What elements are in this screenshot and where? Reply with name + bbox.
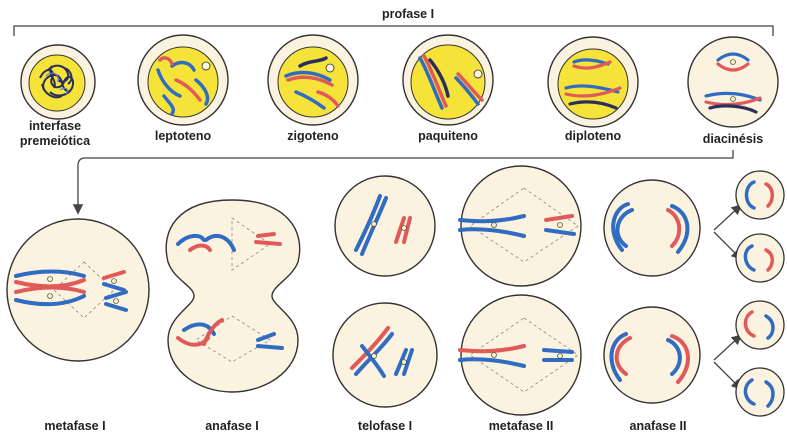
cell-metafase-2-top xyxy=(460,166,581,286)
label-paquiteno: paquiteno xyxy=(418,129,478,143)
cell-zigoteno xyxy=(268,35,358,125)
label-metafase-2: metafase II xyxy=(489,419,554,433)
prophase-title: profase I xyxy=(382,7,434,21)
cell-metafase-2-bottom xyxy=(460,295,581,415)
cell-interfase xyxy=(21,45,95,119)
daughter-cell-3 xyxy=(736,301,784,349)
label-interfase-2: premeiótica xyxy=(20,134,91,148)
cell-paquiteno xyxy=(403,35,493,125)
label-anafase-2: anafase II xyxy=(630,419,687,433)
label-leptoteno: leptoteno xyxy=(155,129,212,143)
daughter-cell-4 xyxy=(736,368,784,416)
cell-leptoteno xyxy=(138,35,228,125)
label-diacinesis: diacinésis xyxy=(703,132,763,146)
cell-telofase-1-bottom xyxy=(333,303,437,407)
cell-anafase-2-top xyxy=(604,180,700,276)
prophase-bracket: profase I xyxy=(14,7,773,36)
cell-diploteno xyxy=(548,37,638,127)
label-anafase-1: anafase I xyxy=(205,419,259,433)
cell-anafase-1 xyxy=(166,200,300,392)
cell-diacinesis xyxy=(688,37,778,127)
label-diploteno: diploteno xyxy=(565,129,622,143)
cell-anafase-2-bottom xyxy=(604,307,700,403)
label-zigoteno: zigoteno xyxy=(287,129,339,143)
cell-metafase-1 xyxy=(7,219,149,361)
cell-telofase-1-top xyxy=(335,176,435,276)
label-telofase-1: telofase I xyxy=(358,419,412,433)
label-interfase-1: interfase xyxy=(29,119,81,133)
final-arrows xyxy=(714,206,740,388)
daughter-cell-1 xyxy=(736,171,784,219)
label-metafase-1: metafase I xyxy=(44,419,105,433)
daughter-cell-2 xyxy=(736,234,784,282)
